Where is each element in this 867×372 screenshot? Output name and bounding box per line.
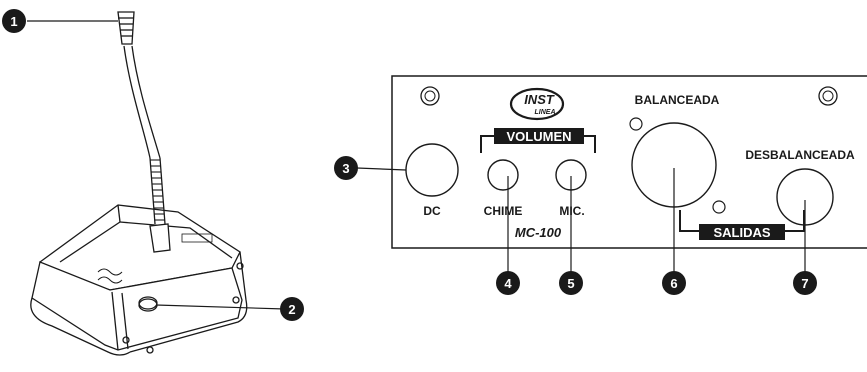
screw-top-right [818, 86, 838, 106]
rear-panel: INST LINEA VOLUMEN DC CHIME MIC. MC-100 … [391, 75, 867, 249]
salidas-label: SALIDAS [713, 225, 770, 240]
callout-7: 7 [793, 271, 817, 295]
model-label: MC-100 [515, 225, 562, 240]
chime-volume-knob [487, 159, 519, 191]
callout-5: 5 [559, 271, 583, 295]
callout-1: 1 [2, 9, 26, 33]
callout-2: 2 [280, 297, 304, 321]
chime-label: CHIME [484, 204, 523, 218]
volumen-label: VOLUMEN [507, 129, 572, 144]
callout-5-number: 5 [567, 276, 574, 291]
callout-4-number: 4 [504, 276, 512, 291]
console-illustration [30, 11, 248, 356]
brand-logo-bottom-text: LINEA [535, 109, 556, 116]
callout-7-number: 7 [801, 276, 808, 291]
callout-1-number: 1 [10, 14, 17, 29]
callout-4: 4 [496, 271, 520, 295]
mic-label: MIC. [559, 204, 584, 218]
volumen-label-box [494, 128, 584, 144]
balanceada-label: BALANCEADA [635, 93, 720, 107]
brand-logo-top-text: INST [524, 92, 555, 107]
brand-logo: INST LINEA [509, 87, 565, 121]
dc-label: DC [423, 204, 441, 218]
dc-jack [405, 143, 459, 197]
callout-3: 3 [334, 156, 358, 180]
callout-6: 6 [662, 271, 686, 295]
salidas-label-box [699, 224, 785, 240]
callout-6-number: 6 [670, 276, 677, 291]
callout-2-number: 2 [288, 302, 295, 317]
screw-top-left [420, 86, 440, 106]
callout-leaders [27, 20, 806, 310]
desbalanceada-label: DESBALANCEADA [745, 148, 855, 162]
callout-3-number: 3 [342, 161, 349, 176]
